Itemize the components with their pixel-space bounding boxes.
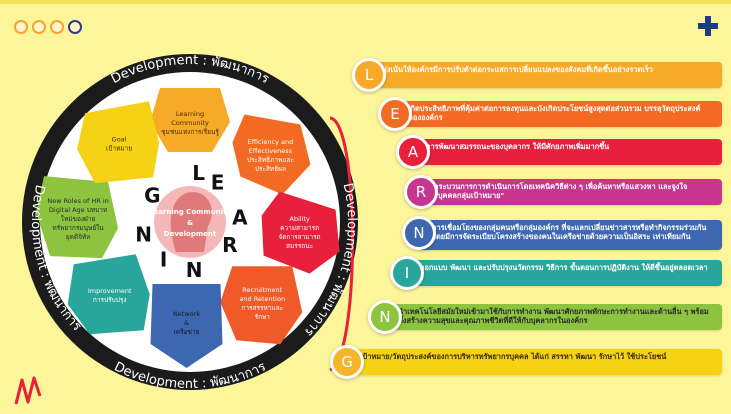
segment-shape [220, 266, 303, 345]
zigzag-icon [14, 376, 42, 405]
center-label: & [187, 219, 193, 227]
segment-label: ทรัพยากรมนุษย์ใน [52, 224, 104, 232]
circle-icon [14, 20, 28, 34]
row-bar [420, 179, 722, 205]
row-text: นำเทคโนโลยีสมัยใหม่เข้ามาใช้กับการทำงาน … [398, 307, 709, 325]
row-bar [368, 62, 722, 88]
circle-icon [32, 20, 46, 34]
row-bar [418, 220, 722, 250]
segment-label: การปรับปรุง [93, 296, 127, 304]
segment-label: and Retention [239, 295, 285, 303]
row-bar [394, 101, 722, 127]
head-icon [170, 192, 212, 252]
row-text: การพัฒนาสมรรถนะของบุคลากร ให้มีศักยภาพเพ… [426, 142, 610, 151]
segment-label: ประสิทธิภาพและ [247, 156, 294, 164]
segment-shape [261, 191, 340, 274]
wheel-letter: I [160, 248, 167, 272]
segment-label: Community [171, 119, 209, 127]
center-label: Development [164, 230, 217, 238]
wheel-letter: R [222, 233, 237, 257]
circle-icon [50, 20, 64, 34]
segment-shape [232, 114, 311, 195]
wheel-segments: LearningCommunityชุมชนแห่งการเรียนรู้Eff… [36, 88, 340, 368]
row-text: เป้าหมาย/วัตถุประสงค์ของการบริหารทรัพยาก… [360, 352, 667, 361]
row-letter-badge: L [352, 58, 386, 92]
wheel-letter: E [211, 171, 225, 195]
segment-shape [150, 88, 230, 152]
row-letter-badge: A [396, 135, 430, 169]
wheel-letter: L [192, 161, 205, 185]
wheel-letter: A [232, 206, 248, 230]
row-letter-badge: I [390, 256, 424, 290]
segment-shape [150, 283, 223, 368]
segment-label: ยุคดิจิทัล [66, 233, 90, 241]
segment-label: Ability [289, 215, 310, 223]
wheel-letter: G [144, 184, 160, 208]
segment-label: Digital Age บทบาท [49, 206, 107, 214]
plus-icon [698, 16, 718, 36]
segment-label: ความสามารถ [280, 224, 319, 232]
row-bar [346, 349, 722, 375]
segment-label: ประสิทธิผล [255, 165, 286, 173]
row-letter-badge: N [368, 300, 402, 334]
row-bar [406, 260, 722, 286]
segment-label: ชุมชนแห่งการเรียนรู้ [161, 128, 219, 136]
segment-shape [67, 254, 150, 335]
segment-label: Network [173, 310, 200, 318]
segment-label: ใหม่ของฝ่าย [61, 215, 96, 223]
row-bar [384, 304, 722, 330]
wheel-letter: N [135, 222, 152, 246]
wheel-segment: Efficiency andEffectivenessประสิทธิภาพแล… [232, 114, 311, 195]
row-letter-badge: N [402, 216, 436, 250]
wheel-segment: Network&เครือข่าย [150, 283, 223, 368]
row-text: การเชื่อมโยงของกลุ่มคนหรือกลุ่มองค์กร ที… [432, 223, 707, 241]
row-text: มุ่งเน้นให้องค์กรมีการปรับตัวต่อกระแสการ… [382, 65, 653, 74]
row-text: เกิดประสิทธิภาพที่คุ้มค่าต่อการลงทุนและบ… [408, 104, 701, 122]
segment-label: Goal [112, 136, 127, 144]
segment-label: & [184, 319, 189, 327]
row-bar [412, 139, 722, 165]
segment-label: สมรรถนะ [286, 242, 313, 250]
segment-label: รักษา [255, 313, 271, 321]
segment-label: จัดการสามารถ [279, 233, 321, 241]
segment-label: Efficiency and [248, 138, 294, 146]
row-letter-badge: G [330, 345, 364, 379]
segment-label: เครือข่าย [174, 328, 200, 336]
row-letter-badge: R [404, 175, 438, 209]
top-border [0, 0, 731, 4]
segment-label: Effectiveness [249, 147, 293, 155]
row-text: กระบวนการการดำเนินการโดยเทคนิควิธีต่าง ๆ… [434, 182, 688, 200]
segment-label: Recruitment [242, 286, 282, 294]
wheel-letter: N [186, 258, 203, 282]
segment-shape [77, 101, 160, 184]
segment-label: Improvement [88, 287, 132, 295]
segment-label: Learning [176, 110, 204, 118]
row-text: ออกแบบ พัฒนา และปรับปรุงนวัตกรรม วิธีการ… [420, 263, 708, 272]
circle-icon [68, 20, 82, 34]
segment-shape [36, 176, 119, 259]
decorative-circles [14, 20, 82, 34]
center-hub: Learning Community & Development [149, 186, 231, 258]
segment-label: เป้าหมาย [106, 145, 132, 153]
row-letter-badge: E [378, 97, 412, 131]
segment-label: การสรรหาและ [241, 304, 283, 312]
segment-label: New Roles of HR in [47, 197, 108, 205]
center-label: Learning Community [149, 208, 231, 216]
